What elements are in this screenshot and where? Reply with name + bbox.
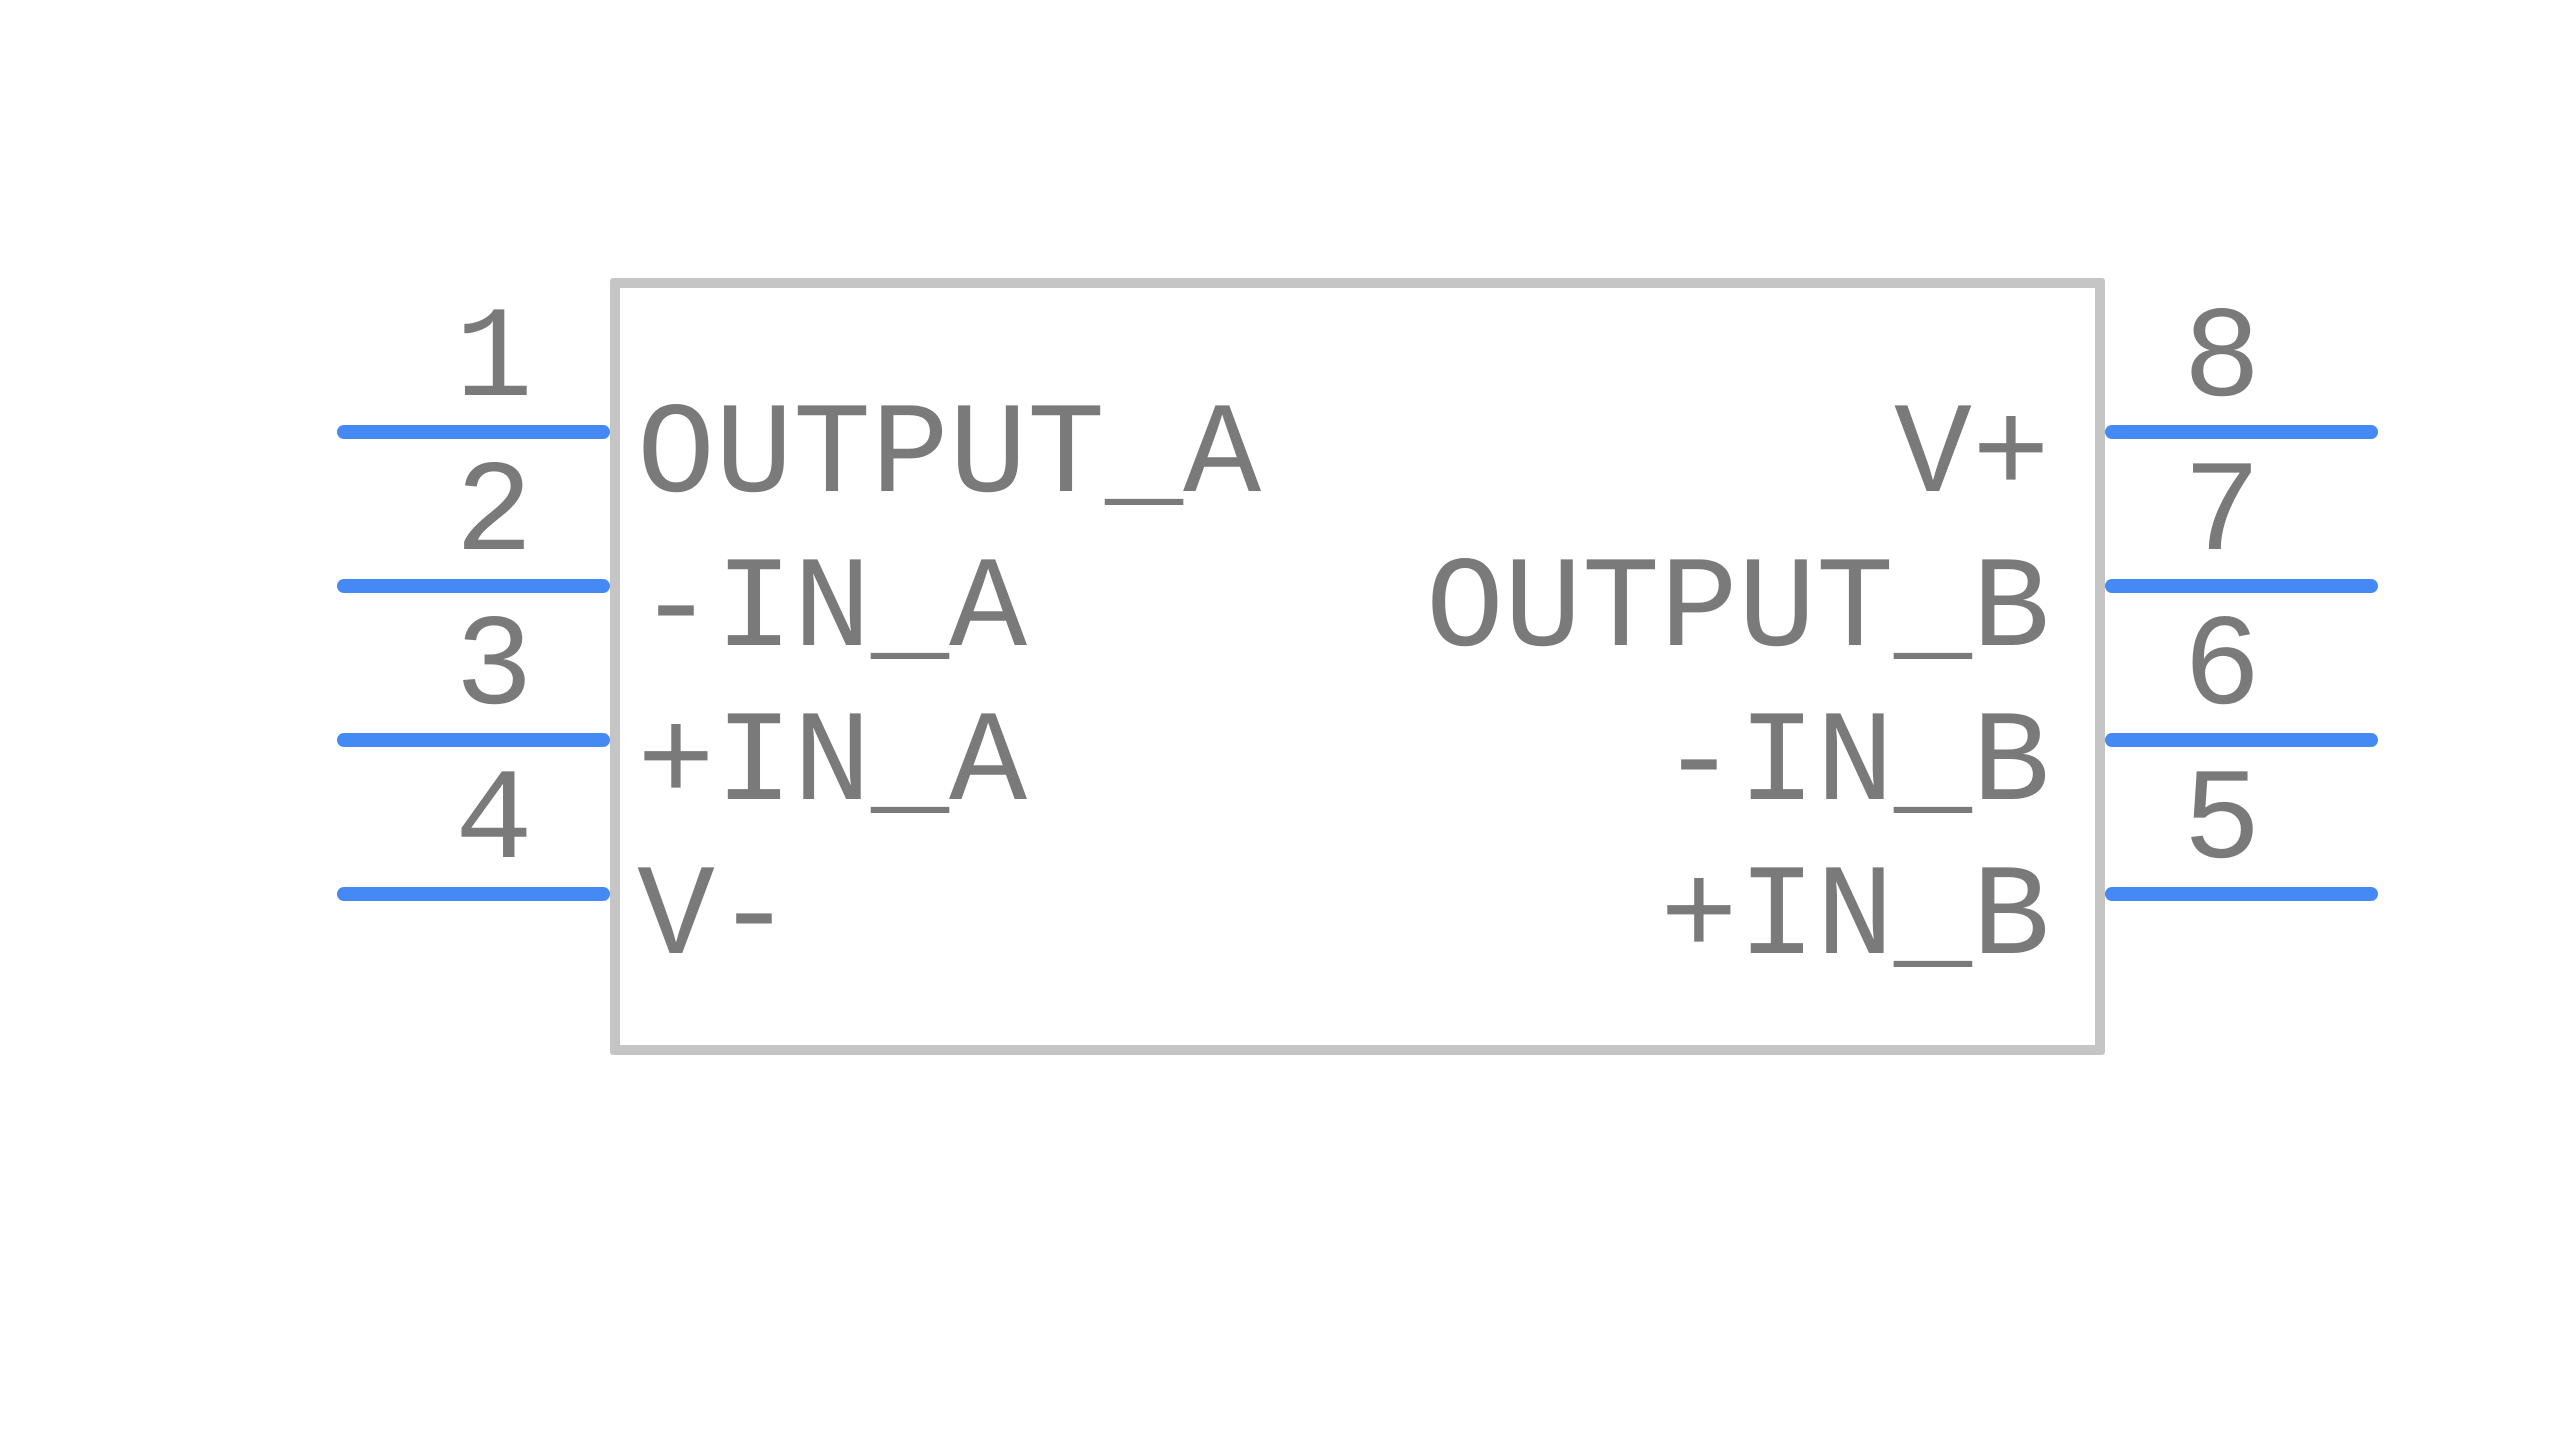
pin-6-number: 6 <box>2182 596 2261 743</box>
pin-5-name: +IN_B <box>1659 846 2050 993</box>
pin-2-line <box>337 579 610 593</box>
pin-8-line <box>2105 425 2378 439</box>
pin-6-name: -IN_B <box>1659 692 2050 839</box>
pin-4-name: V- <box>637 846 794 993</box>
pin-5-number: 5 <box>2182 750 2261 897</box>
pin-6-line <box>2105 733 2378 747</box>
pin-2-name: -IN_A <box>637 538 1028 685</box>
pin-2-number: 2 <box>454 442 533 589</box>
pin-3-line <box>337 733 610 747</box>
pin-4-line <box>337 887 610 901</box>
pin-1-name: OUTPUT_A <box>637 384 1262 531</box>
pin-8-name: V+ <box>1893 384 2050 531</box>
pin-7-name: OUTPUT_B <box>1425 538 2050 685</box>
pin-1-number: 1 <box>454 288 533 435</box>
pin-4-number: 4 <box>454 750 533 897</box>
pin-7-number: 7 <box>2182 442 2261 589</box>
pin-8-number: 8 <box>2182 288 2261 435</box>
pin-7-line <box>2105 579 2378 593</box>
pin-3-number: 3 <box>454 596 533 743</box>
component-body <box>610 278 2105 1055</box>
pin-3-name: +IN_A <box>637 692 1028 839</box>
pin-1-line <box>337 425 610 439</box>
pin-5-line <box>2105 887 2378 901</box>
